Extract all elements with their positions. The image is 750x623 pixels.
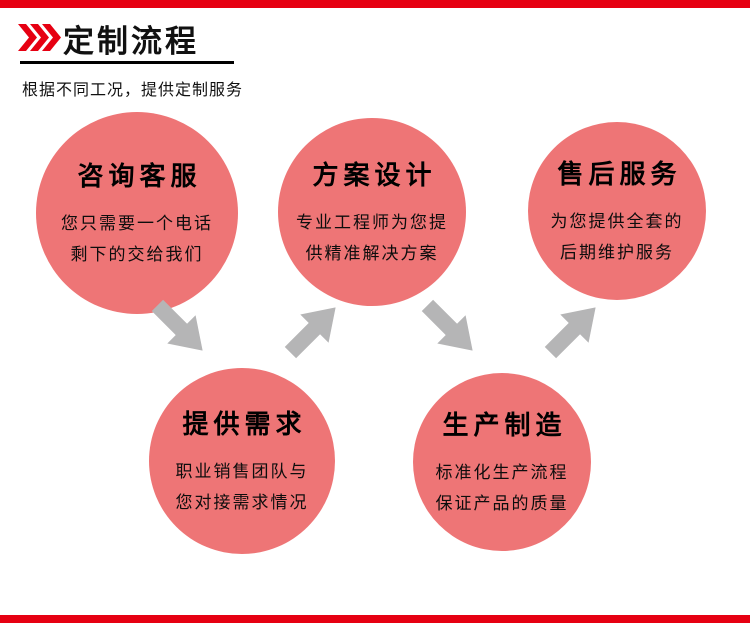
step-circle-aftersales: 售后服务 为您提供全套的 后期维护服务 [528,122,706,300]
flow-arrow-up-right-icon [275,292,351,368]
step-circle-design: 方案设计 专业工程师为您提 供精准解决方案 [278,118,466,306]
step-title: 提供需求 [182,408,307,439]
step-circle-production: 生产制造 标准化生产流程 保证产品的质量 [413,373,591,551]
step-desc-line: 剩下的交给我们 [70,244,204,264]
section-title: 定制流程 [63,24,199,59]
step-desc-line: 供精准解决方案 [305,243,439,263]
step-description: 职业销售团队与 您对接需求情况 [176,457,309,518]
step-title: 售后服务 [557,158,682,189]
step-circle-consult: 咨询客服 您只需要一个电话 剩下的交给我们 [36,112,238,314]
step-desc-line: 职业销售团队与 [175,461,309,481]
bottom-accent-bar [0,615,750,623]
step-description: 您只需要一个电话 剩下的交给我们 [61,209,213,270]
flow-arrow-up-right-icon [535,292,611,368]
flow-arrow-down-right-icon [142,290,218,366]
title-underline [20,61,234,64]
step-desc-line: 您对接需求情况 [175,492,309,512]
step-description: 专业工程师为您提 供精准解决方案 [296,208,448,269]
flow-arrow-down-right-icon [412,290,488,366]
step-title: 咨询客服 [77,160,202,191]
step-desc-line: 为您提供全套的 [550,211,684,231]
top-accent-bar [0,0,750,8]
step-desc-line: 保证产品的质量 [435,493,569,513]
step-circle-requirements: 提供需求 职业销售团队与 您对接需求情况 [149,368,335,554]
triple-chevron-icon [18,24,64,51]
step-description: 为您提供全套的 后期维护服务 [551,207,684,268]
step-desc-line: 您只需要一个电话 [61,213,213,233]
step-title: 生产制造 [442,409,567,440]
step-desc-line: 专业工程师为您提 [296,212,448,232]
section-subtitle: 根据不同工况，提供定制服务 [22,82,244,99]
step-title: 方案设计 [312,159,437,190]
step-desc-line: 后期维护服务 [560,242,674,262]
step-description: 标准化生产流程 保证产品的质量 [436,458,569,519]
step-desc-line: 标准化生产流程 [435,462,569,482]
